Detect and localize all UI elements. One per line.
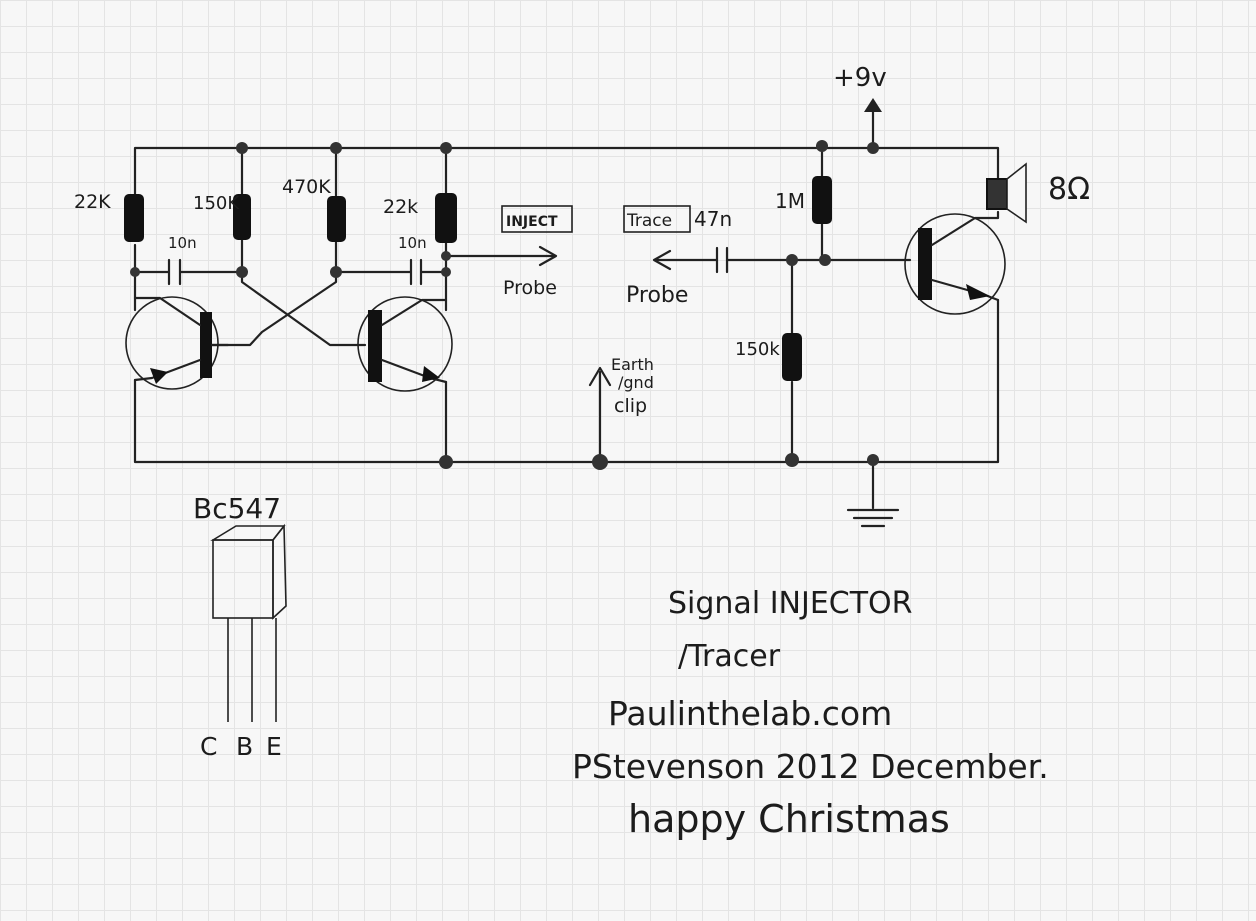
junction-dot <box>330 266 342 278</box>
junction-dot <box>439 455 453 469</box>
resistor-r3-label: 470K <box>282 176 331 198</box>
transistor-package-label: Bc547 <box>193 492 281 525</box>
speaker-label: 8Ω <box>1048 172 1090 207</box>
junction-dot <box>236 142 248 154</box>
junction-dot <box>785 453 799 467</box>
inject-probe-label: Probe <box>503 277 557 299</box>
resistor-r4-label: 22k <box>383 196 418 218</box>
title-line-2: /Tracer <box>678 639 781 674</box>
pin-label-e: E <box>266 732 282 761</box>
capacitor-c2-label: 10n <box>398 234 427 252</box>
junction-dot <box>819 254 831 266</box>
earth-label: Earth <box>611 355 654 374</box>
supply-label: +9v <box>833 63 887 93</box>
inject-arrow <box>538 245 558 267</box>
author-date-label: PStevenson 2012 December. <box>572 747 1049 786</box>
trace-arrow <box>652 249 672 271</box>
junction-dot <box>816 140 828 152</box>
junction-dot <box>330 142 342 154</box>
resistor-r5 <box>812 176 832 224</box>
junction-dot <box>592 454 608 470</box>
junction-dot <box>867 454 879 466</box>
speaker-icon <box>986 162 1027 224</box>
capacitor-c1-label: 10n <box>168 234 197 252</box>
cross-link-b <box>210 270 338 347</box>
junction-dot <box>441 251 451 261</box>
transistor-q3 <box>904 210 1006 315</box>
inject-label: INJECT <box>506 214 558 230</box>
title-line-1: Signal INJECTOR <box>668 586 913 621</box>
resistor-r5-label: 1M <box>775 189 805 213</box>
pin-label-c: C <box>200 732 217 761</box>
junction-dot <box>441 267 451 277</box>
transistor-q1 <box>125 296 230 390</box>
junction-dot <box>440 142 452 154</box>
resistor-r6 <box>782 333 802 381</box>
resistor-r6-label: 150k <box>735 339 780 360</box>
junction-dot <box>236 266 248 278</box>
resistor-r4 <box>435 193 457 243</box>
earth-gnd-label: /gnd <box>618 373 654 392</box>
earth-clip-arrow <box>588 366 612 387</box>
greeting-label: happy Christmas <box>628 797 950 841</box>
trace-label-box <box>623 205 691 233</box>
trace-label: Trace <box>626 211 672 231</box>
resistor-r2-label: 150K <box>193 193 240 214</box>
transistor-q2 <box>357 296 453 392</box>
resistor-r2 <box>233 194 251 240</box>
website-label: Paulinthelab.com <box>608 694 892 733</box>
capacitor-c3-label: 47n <box>694 207 732 231</box>
ground-rail-wire <box>133 298 1000 464</box>
junction-dot <box>867 142 879 154</box>
junctions <box>130 140 879 470</box>
resistor-r3 <box>327 196 346 242</box>
supply-terminal <box>864 98 882 112</box>
resistor-r1 <box>124 194 144 242</box>
earth-clip-label: clip <box>614 395 647 417</box>
resistor-r1-label: 22K <box>74 191 111 213</box>
inject-label-box <box>501 205 573 233</box>
trace-probe-label: Probe <box>626 283 688 308</box>
positive-rail-wire <box>133 146 1000 232</box>
wiring <box>133 108 1000 528</box>
junction-dot <box>130 267 140 277</box>
bc547-package <box>210 523 287 722</box>
junction-dot <box>786 254 798 266</box>
pin-label-b: B <box>236 732 253 761</box>
